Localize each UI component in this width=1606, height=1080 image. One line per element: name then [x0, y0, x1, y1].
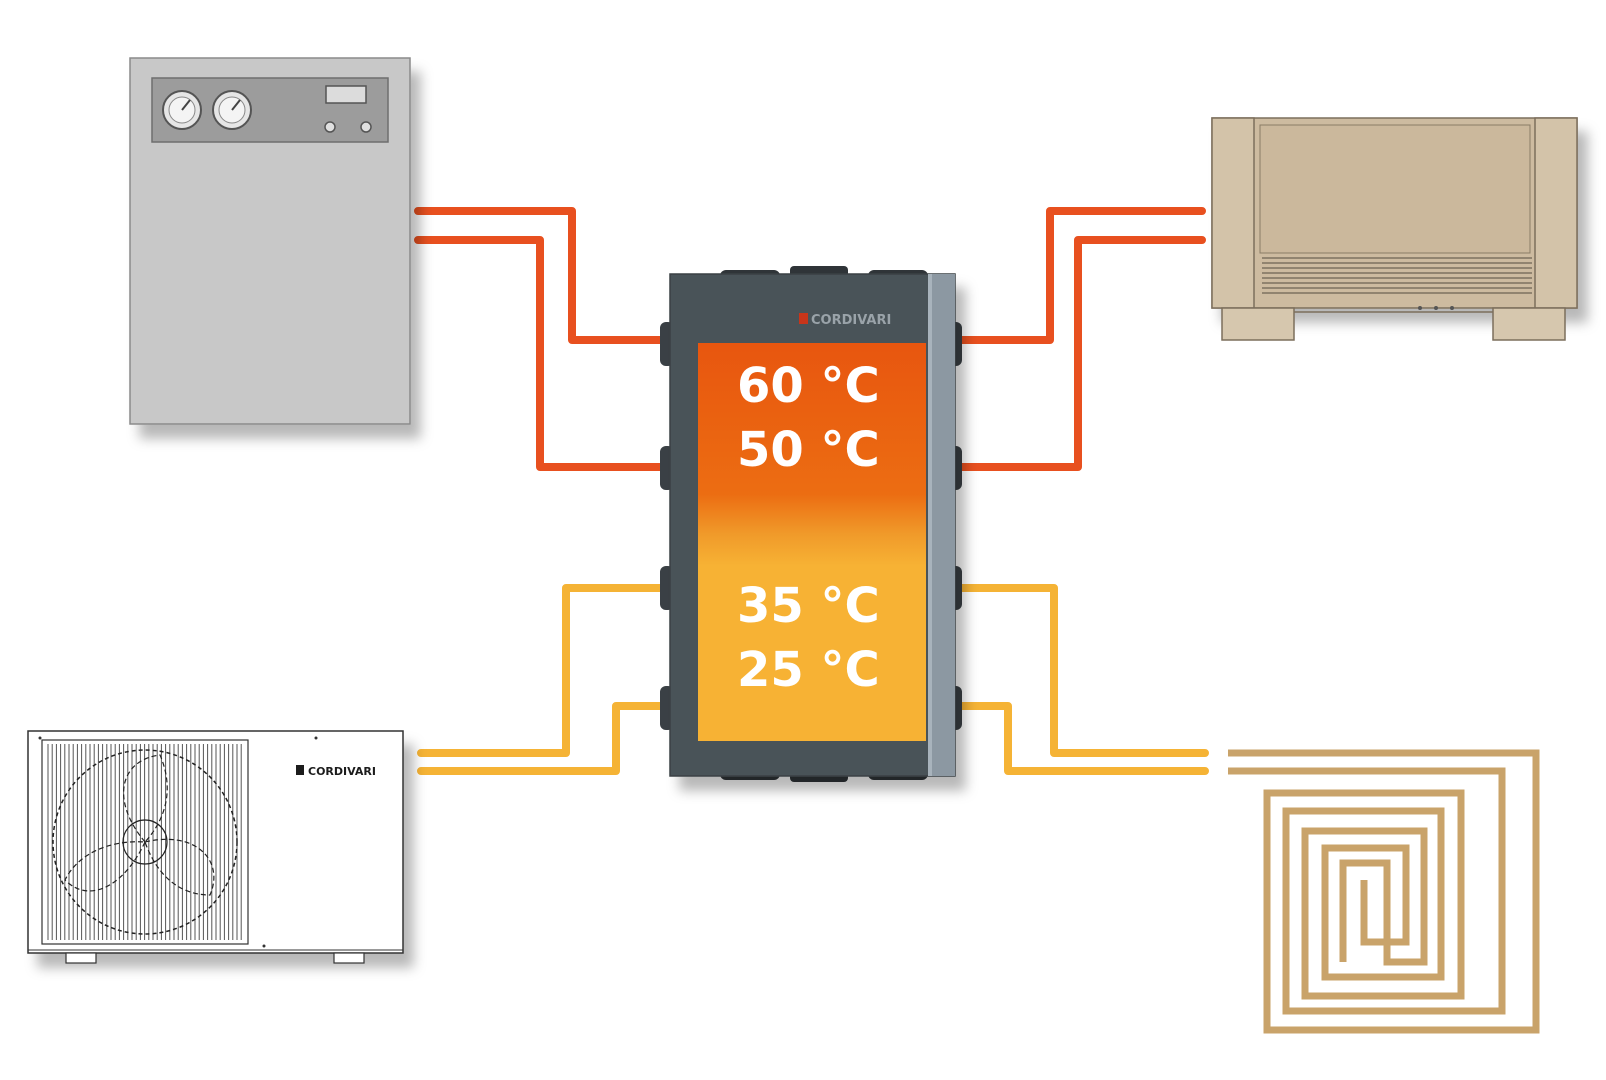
- heat-pump-icon: CORDIVARI: [27, 730, 404, 964]
- pipes: [414, 207, 1209, 775]
- pipe-fancoil-supply: [958, 207, 1206, 344]
- boiler-control-panel: [151, 77, 389, 143]
- fancoil-icon: [1211, 117, 1578, 341]
- tank-brand-text: CORDIVARI: [811, 313, 891, 328]
- hydraulic-separator-tank: CORDIVARI 60 °C 50 °C 35 °C 25 °C: [660, 266, 962, 782]
- heat-pump-logo: CORDIVARI: [296, 765, 376, 778]
- pipe-floor-supply: [958, 584, 1209, 757]
- floor-heating-coil-icon: [1228, 749, 1540, 1034]
- tank-logo: CORDIVARI: [799, 313, 891, 328]
- temp-upper-2: 50 °C: [737, 422, 880, 478]
- pipe-floor-return: [958, 702, 1209, 775]
- temp-upper-1: 60 °C: [737, 358, 880, 414]
- pipe-heatpump-return: [417, 702, 664, 775]
- pipe-fancoil-return: [958, 236, 1206, 471]
- heat-pump-brand-text: CORDIVARI: [308, 765, 376, 778]
- temp-lower-2: 25 °C: [737, 642, 880, 698]
- pipe-heatpump-supply: [417, 584, 664, 757]
- pipe-boiler-return: [414, 236, 664, 471]
- pipe-boiler-supply: [414, 207, 664, 344]
- temp-lower-1: 35 °C: [737, 578, 880, 634]
